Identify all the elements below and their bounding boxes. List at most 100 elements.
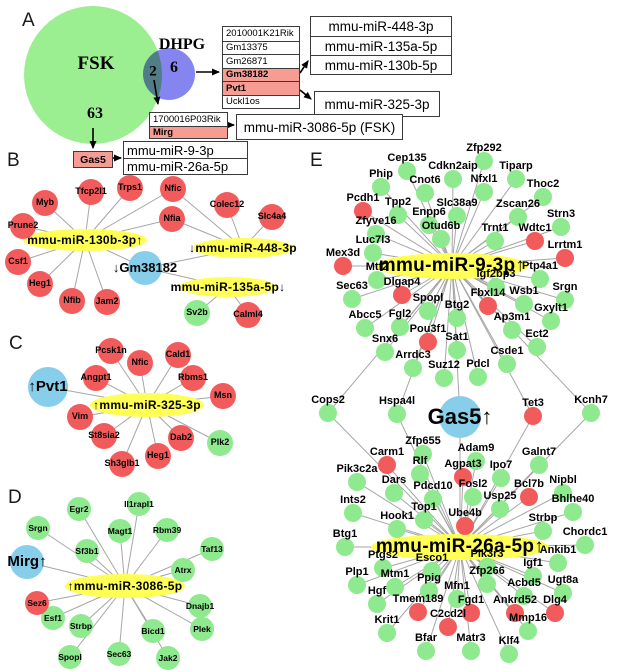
gene-label-c-vim: Vim	[71, 411, 89, 422]
gene-label-e-acbd5: Acbd5	[507, 577, 541, 589]
edge-e-kcnh7-m9	[451, 265, 592, 414]
gene-label-e-zfyve16: Zfyve16	[355, 215, 397, 227]
gene-node-e-bhlhe40	[564, 503, 582, 521]
gene-label-e-pdcl: Pdcl	[466, 358, 490, 370]
venn-fsk-count: 63	[87, 105, 103, 122]
gene-label-e-sat1: Sat1	[445, 331, 469, 343]
gene-label-e-adam9: Adam9	[457, 442, 495, 454]
gene-node-e-top1	[415, 511, 433, 529]
gene-label-e-ap3m1: Ap3m1	[493, 311, 531, 323]
gene-node-e-mtm1	[386, 578, 404, 596]
gene-label-d-esf1: Esf1	[44, 612, 62, 623]
gene-label-e-gas5: Gas5↑	[427, 404, 493, 430]
gene-label-e-mtm1: Mtm1	[380, 568, 410, 580]
gene-node-e-hgf	[368, 595, 386, 613]
gene-label-e-thoc2: Thoc2	[526, 178, 560, 190]
gene-node-b-nfic: Nfic	[160, 176, 186, 202]
gene-label-e-tiparp: Tiparp	[499, 160, 533, 172]
gene-node-e-lrrtm1	[556, 249, 574, 267]
gene-label-e-mex3d: Mex3d	[325, 247, 361, 259]
gene-node-d-egr2: Egr2	[67, 497, 91, 521]
gene-label-d-sf3b1: Sf3b1	[75, 545, 99, 556]
box-gene-list-item-pvt1: Pvt1	[223, 81, 299, 95]
gene-node-e-pou3f1	[419, 333, 437, 351]
gene-node-c-vim: Vim	[67, 404, 93, 430]
gene-label-d-dnajb1: Dnajb1	[185, 600, 215, 611]
gene-node-d-mirg: Mirg↑	[7, 545, 47, 579]
gene-label-e-bfar: Bfar	[414, 632, 438, 644]
gene-node-e-trnt1	[486, 232, 504, 250]
edge-e-klf4-m26	[459, 546, 510, 655]
gene-node-e-mex3d	[334, 257, 352, 275]
gene-label-e-mmp16: Mmp16	[509, 612, 547, 624]
gene-node-e-zfp655	[414, 445, 432, 463]
gene-node-e-klf4	[500, 645, 518, 663]
gene-label-c-rbms1: Rbms1	[178, 372, 209, 383]
box-gas5: Gas5	[73, 151, 113, 168]
gene-label-e-tmem189: Tmem189	[392, 593, 444, 605]
mirna-hub-m3086: ↑mmu-miR-3086-5p	[65, 574, 185, 598]
gene-node-e-fbxl14	[479, 297, 497, 315]
edge-e-carm1-m26	[386, 464, 461, 548]
box-mir-overlap-item-mmumir135a5p: mmu-miR-135a-5p	[311, 36, 451, 55]
gene-node-e-plp1	[348, 576, 366, 594]
gene-label-e-phip: Phip	[369, 168, 393, 180]
gene-label-e-mfn1: Mfn1	[444, 580, 470, 592]
mirna-hub-m26: mmu-miR-26a-5p↑	[371, 534, 549, 560]
gene-label-e-gxylt1: Gxylt1	[534, 302, 568, 314]
gene-node-e-igf1	[524, 567, 542, 585]
gene-label-d-jak2: Jak2	[158, 652, 178, 663]
gene-node-e-hook1	[388, 520, 406, 538]
gene-label-d-bicd1: Bicd1	[141, 625, 165, 636]
gene-label-e-nfxl1: Nfxl1	[470, 173, 498, 185]
gene-node-e-rlf	[411, 465, 429, 483]
mirna-hub-label-m3086: ↑mmu-miR-3086-5p	[67, 579, 183, 593]
gene-node-b-sv2b: Sv2b	[184, 300, 210, 326]
gene-label-e-ect2: Ect2	[525, 328, 549, 340]
gene-node-e-ipo7	[492, 469, 510, 487]
gene-label-e-zfp292: Zfp292	[466, 142, 502, 154]
panel-a-arrow-group	[89, 60, 312, 162]
gene-label-e-btg1: Btg1	[332, 528, 358, 540]
gene-label-e-ube4b: Ube4b	[448, 507, 482, 519]
gene-node-e-gxylt1	[542, 312, 560, 330]
gene-label-e-ppig: Ppig	[417, 572, 441, 584]
venn-overlap-count: 2	[149, 63, 157, 80]
edge-e-phip-m9	[380, 186, 453, 267]
gene-label-b-myb: Myb	[36, 197, 54, 208]
gene-label-e-ankib1: Ankib1	[539, 544, 577, 556]
venn-fsk-label: FSK	[77, 53, 115, 74]
gene-node-e-cep135	[398, 162, 416, 180]
gene-label-e-suz12: Suz12	[428, 359, 460, 371]
gene-node-e-slc38a9	[448, 207, 466, 225]
gene-node-c-angpt1: Angpt1	[81, 365, 112, 391]
edge-e-snx6-m9	[384, 265, 453, 353]
gene-label-e-bhlhe40: Bhlhe40	[551, 493, 595, 505]
edge-e-tiparp-m9	[451, 178, 517, 267]
gene-label-e-luc7l3: Luc7l3	[355, 234, 391, 246]
gene-label-e-enpp6: Enpp6	[412, 206, 446, 218]
gene-label-e-igf2bp3: Igf2bp3	[476, 268, 516, 280]
gene-node-e-dars	[385, 484, 403, 502]
gene-node-e-usp25	[491, 500, 509, 518]
gene-label-e-krit1: Krit1	[374, 614, 400, 626]
edge-d-egr2-m3086	[78, 508, 126, 587]
gene-node-e-bcl7b	[520, 488, 538, 506]
gene-label-c-pvt1: ↑Pvt1	[28, 378, 68, 396]
gene-node-d-magt1: Magt1	[108, 519, 132, 543]
gene-label-b-heg1: Heg1	[28, 278, 51, 289]
gene-label-e-hspa4l: Hspa4l	[378, 395, 416, 407]
mirna-hub-m448: ↓mmu-miR-448-3p	[189, 238, 297, 258]
gene-node-c-pcsk1n: Pcsk1n	[95, 338, 127, 364]
gene-node-e-ppig	[420, 582, 438, 600]
gene-node-e-fosl2	[464, 488, 482, 506]
box-mir-gas5-item-mmumir93p: mmu-miR-9-3p	[127, 142, 214, 158]
gene-label-b-prune2: Prune2	[7, 220, 39, 231]
box-lnc-mirg-item-mirg: Mirg	[150, 125, 227, 138]
gene-node-d-jak2: Jak2	[156, 646, 180, 670]
gene-label-c-msn: Msn	[214, 390, 232, 401]
gene-label-b-tfcp2l1: Tfcp2l1	[75, 186, 107, 197]
gene-label-d-spopl: Spopl	[58, 651, 82, 662]
gene-label-d-strbp: Strbp	[69, 620, 93, 631]
box-lnc-mirg-item-1700016p03rik: 1700016P03Rik	[153, 113, 221, 125]
